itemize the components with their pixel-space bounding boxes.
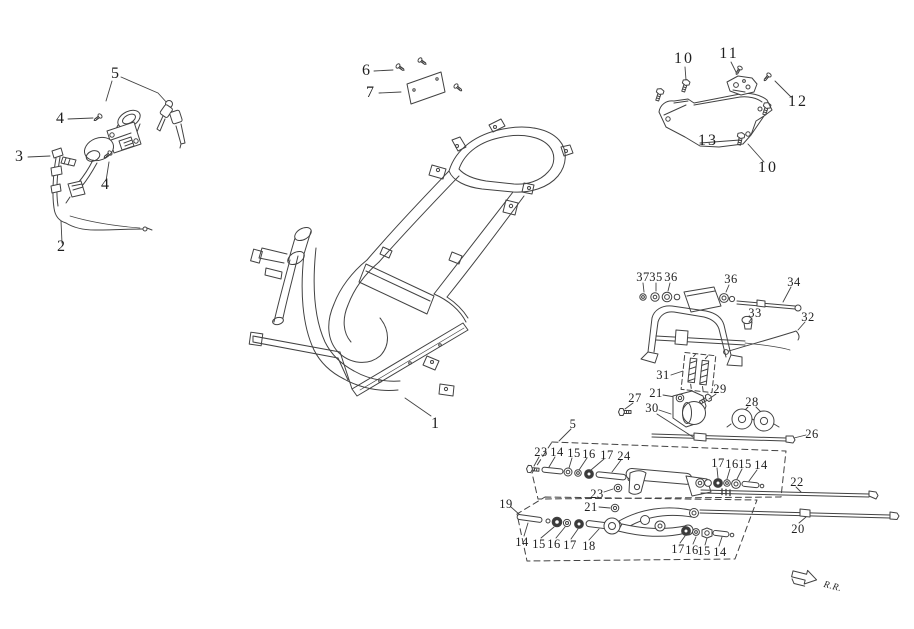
part-label: 15: [532, 537, 546, 551]
part-label: 17: [600, 448, 614, 462]
part-label: 16: [547, 537, 561, 551]
part-label: 10: [674, 50, 694, 67]
plate-drawing: [373, 56, 464, 105]
part-label: 16: [582, 447, 596, 461]
part-label: 14: [550, 445, 564, 459]
part-label: 27: [628, 391, 642, 405]
part-label: 23: [534, 445, 548, 459]
part-label: 4: [56, 110, 66, 127]
part-label: 19: [499, 497, 513, 511]
part-label: 16: [725, 457, 739, 471]
part-label: 15: [567, 446, 581, 460]
part-label: 15: [738, 457, 752, 471]
part-label: 37: [636, 270, 650, 284]
main-stand-drawing: [618, 282, 807, 444]
part-label: 10: [758, 159, 778, 176]
part-label: 4: [101, 176, 111, 193]
part-label: 29: [713, 382, 727, 396]
part-label: 17: [711, 456, 725, 470]
part-label: 14: [515, 535, 529, 549]
part-label: 2: [57, 238, 67, 255]
part-label: 18: [582, 539, 596, 553]
part-label: 3: [15, 148, 25, 165]
part-label: 14: [754, 458, 768, 472]
part-label: 34: [787, 275, 801, 289]
part-label: 1: [431, 415, 441, 432]
part-label: 32: [801, 310, 815, 324]
part-label: 6: [362, 62, 372, 79]
part-label: 15: [697, 544, 711, 558]
direction-arrow-icon: [791, 569, 818, 587]
part-label: 17: [671, 542, 685, 556]
part-label: 11: [719, 45, 738, 62]
part-label: 31: [656, 368, 670, 382]
part-label: 22: [790, 475, 804, 489]
part-label: 21: [649, 386, 663, 400]
part-label: 14: [713, 545, 727, 559]
part-label: 23: [590, 487, 604, 501]
part-label: 16: [685, 543, 699, 557]
part-label: 5: [111, 65, 121, 82]
linkage-drawing: [510, 428, 900, 562]
part-label: 24: [617, 449, 631, 463]
rear-bracket-drawing: [653, 61, 792, 163]
frame-drawing: [248, 118, 574, 417]
direction-label: R.R.: [821, 580, 842, 594]
part-label: 13: [698, 132, 718, 149]
part-label: 17: [563, 538, 577, 552]
part-label: 28: [745, 395, 759, 409]
part-label: 33: [748, 306, 762, 320]
part-label: 35: [649, 270, 663, 284]
part-label: 30: [645, 401, 659, 415]
part-label: 12: [788, 93, 808, 110]
part-label: 5: [570, 417, 577, 431]
ignition-switch-drawing: [27, 76, 186, 244]
part-label: 26: [805, 427, 819, 441]
part-label: 7: [366, 84, 376, 101]
part-label: 36: [664, 270, 678, 284]
part-label: 36: [724, 272, 738, 286]
part-label: 20: [791, 522, 805, 536]
part-label: 21: [584, 500, 598, 514]
